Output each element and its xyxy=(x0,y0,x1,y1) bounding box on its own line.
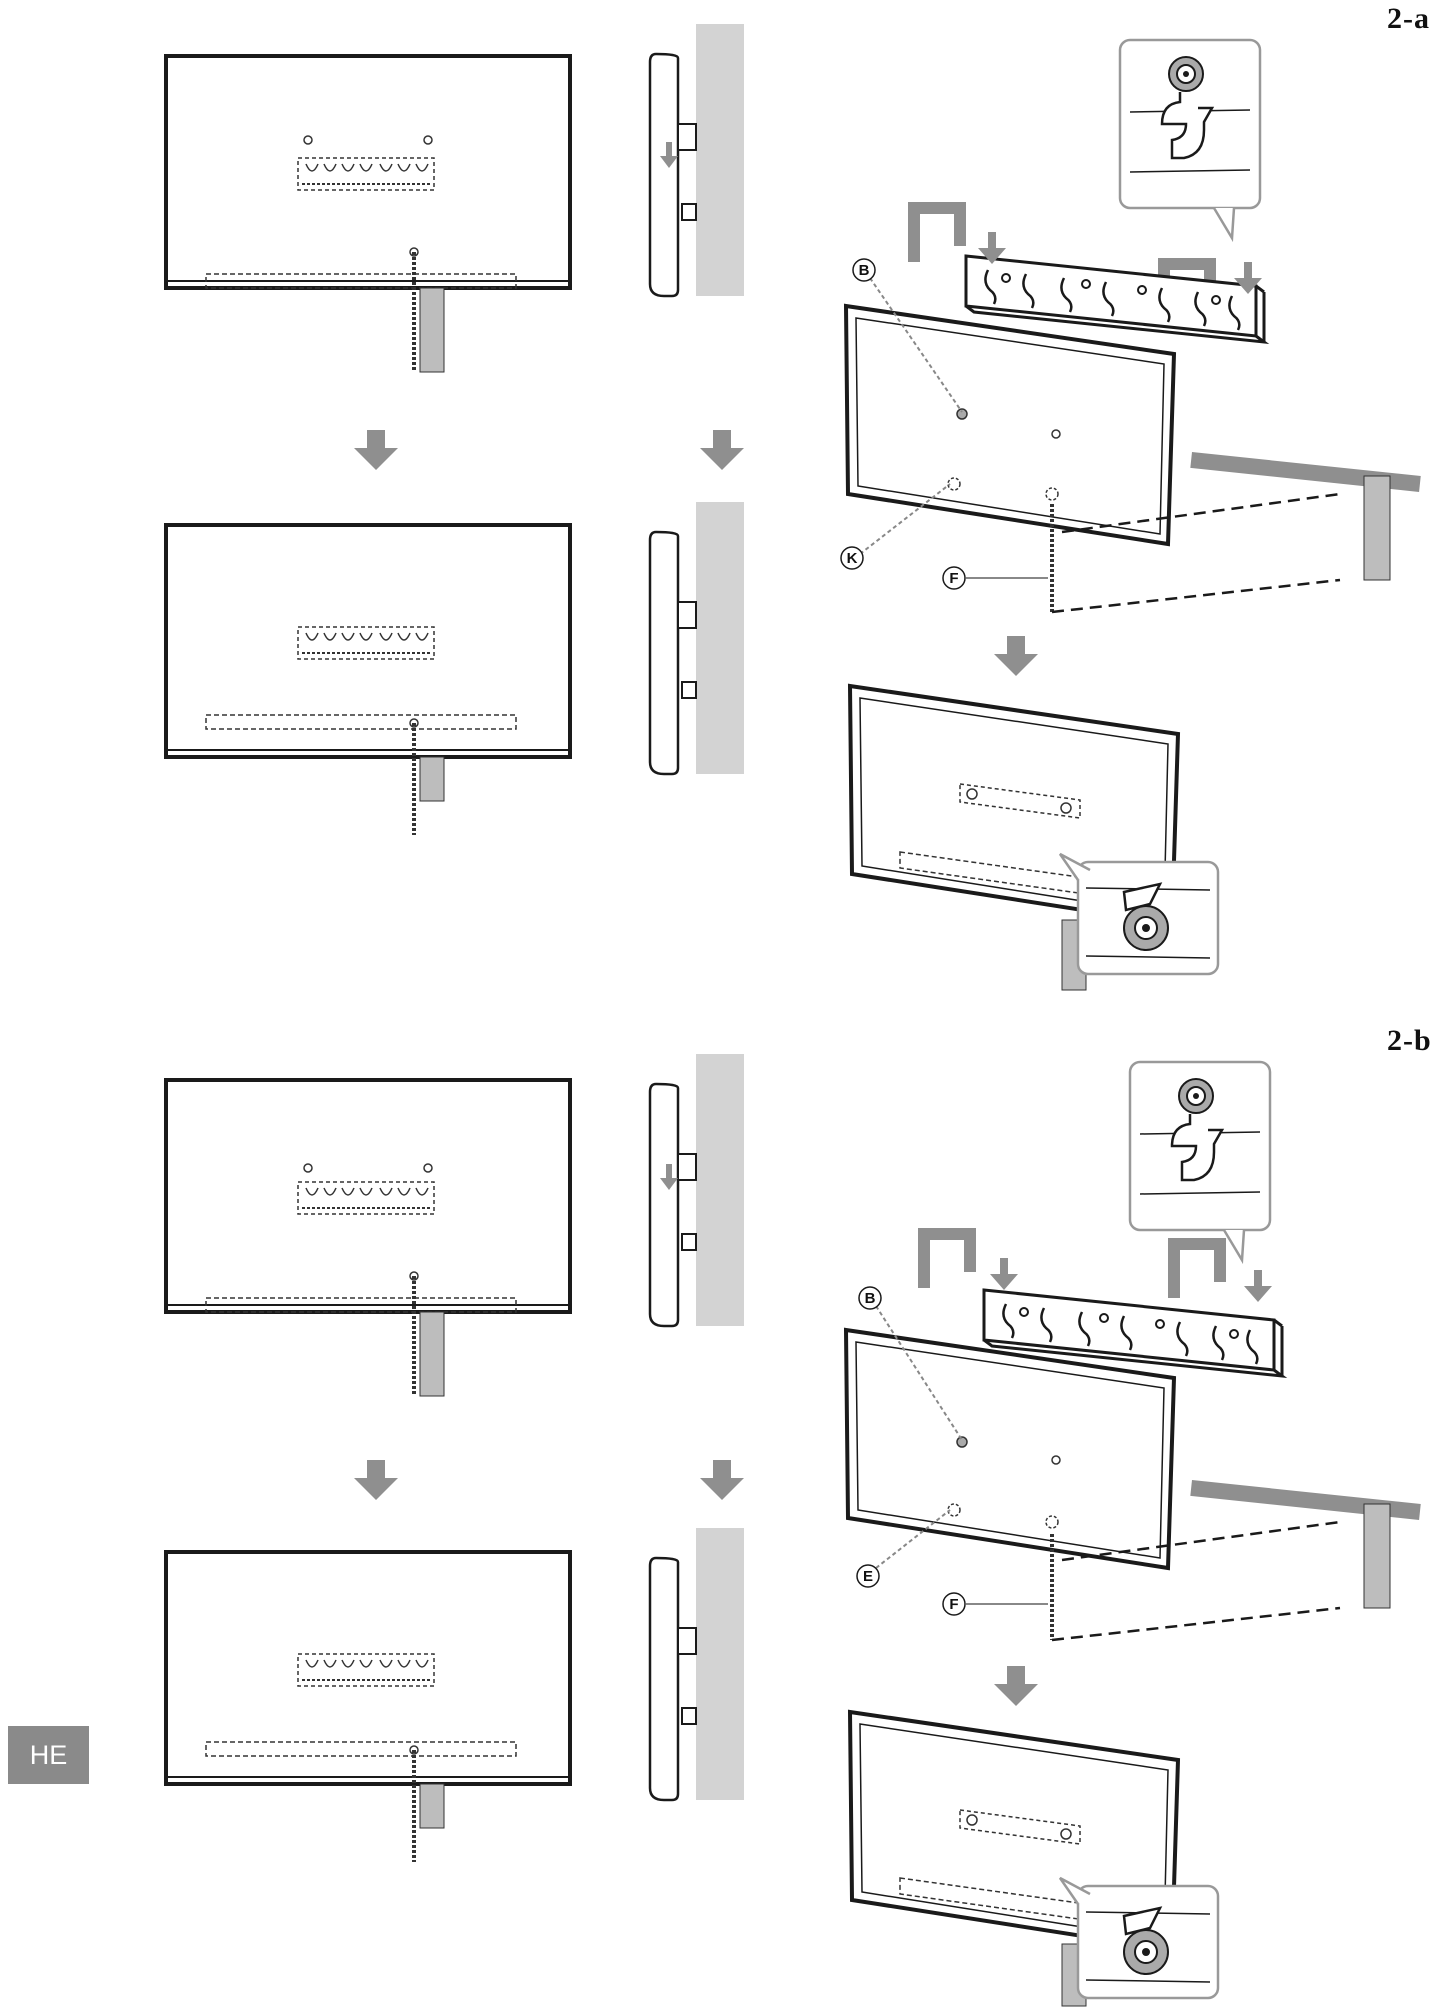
callout-f-b xyxy=(942,1592,966,1616)
down-arrow-a1 xyxy=(354,430,398,470)
callout-b-b xyxy=(858,1286,882,1310)
tv-persp-b1 xyxy=(844,1328,1176,1570)
callout-e-b xyxy=(856,1564,880,1588)
zoom-bubble-roller-b xyxy=(1058,1876,1220,2000)
gray-hook-right-b xyxy=(1168,1238,1226,1298)
callout-f-a xyxy=(942,566,966,590)
section-label-2a: 2-a xyxy=(1387,2,1430,35)
zoom-bubble-hook-b xyxy=(1128,1060,1272,1262)
leader-b-b xyxy=(875,1305,963,1441)
callout-b-a xyxy=(852,258,876,282)
callout-k-a-text: K xyxy=(847,550,858,567)
section-2a: B K F xyxy=(164,22,1421,991)
side-view-a1 xyxy=(648,22,746,298)
hook-arrow-right-a xyxy=(1234,262,1262,294)
down-arrow-b2 xyxy=(700,1460,744,1500)
leader-e-b xyxy=(875,1509,951,1569)
tv-front-b1 xyxy=(164,1078,572,1398)
hook-arrow-left-a xyxy=(978,232,1006,264)
gray-hook-left-b xyxy=(918,1228,976,1288)
shelf-strap-b xyxy=(1363,1503,1391,1609)
side-view-b1 xyxy=(648,1052,746,1328)
tv-front-a2 xyxy=(164,523,572,837)
language-tab: HE xyxy=(8,1726,89,1784)
section-label-2b: 2-b xyxy=(1387,1024,1432,1057)
hook-arrow-right-b xyxy=(1244,1270,1272,1302)
callout-k-a xyxy=(840,546,864,570)
callout-b-b-text: B xyxy=(865,1290,876,1307)
down-arrow-a3 xyxy=(994,636,1038,676)
down-arrow-b3 xyxy=(994,1666,1038,1706)
connect-lines-b xyxy=(1051,1520,1341,1642)
shelf-board-a xyxy=(1190,451,1421,492)
side-view-b2 xyxy=(648,1526,746,1802)
zoom-bubble-roller-a xyxy=(1058,852,1220,976)
tv-front-b2 xyxy=(164,1550,572,1864)
hook-arrow-left-b xyxy=(990,1258,1018,1290)
gray-hook-left-a xyxy=(908,202,966,262)
callout-e-b-text: E xyxy=(863,1568,873,1585)
callout-f-b-text: F xyxy=(949,1596,958,1613)
tv-front-a1 xyxy=(164,54,572,374)
zoom-bubble-hook-a xyxy=(1118,38,1262,240)
callout-f-a-text: F xyxy=(949,570,958,587)
side-view-a2 xyxy=(648,500,746,776)
down-arrow-b1 xyxy=(354,1460,398,1500)
section-2b: B E F xyxy=(164,1052,1421,2007)
connect-lines-a xyxy=(1051,492,1341,614)
shelf-board-b xyxy=(1190,1480,1421,1520)
tv-persp-a1 xyxy=(844,304,1176,546)
down-arrow-a2 xyxy=(700,430,744,470)
shelf-strap-a xyxy=(1363,475,1391,581)
leader-b-a xyxy=(869,277,963,413)
callout-b-a-text: B xyxy=(859,262,870,279)
leader-k-a xyxy=(859,483,951,555)
